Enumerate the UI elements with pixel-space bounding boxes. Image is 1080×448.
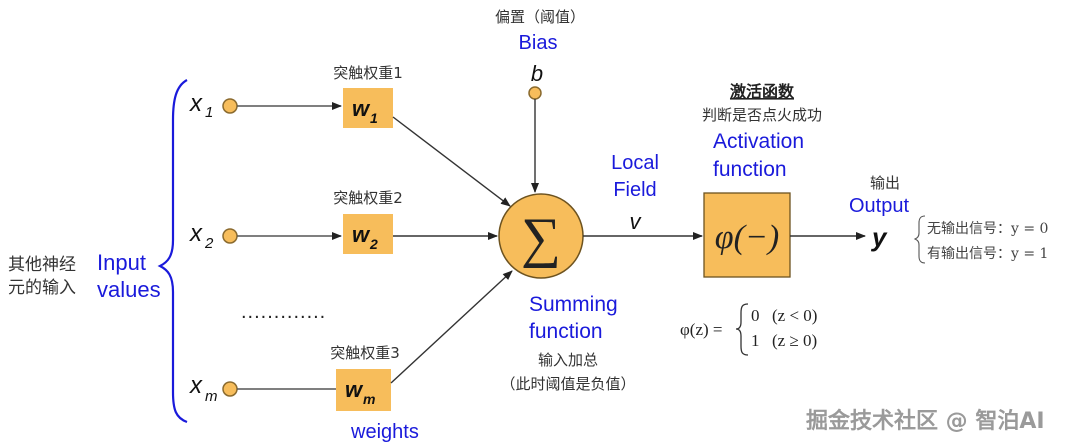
weight2-cn-label: 突触权重2: [333, 189, 403, 207]
input-x2-var: x: [189, 220, 203, 247]
weight1-to-sum-arrow: [392, 116, 511, 207]
formula-brace: [735, 303, 749, 356]
bias-cn-label: 偏置（阈值）: [495, 8, 585, 26]
formula-case2-cond: (z ≥ 0): [772, 331, 817, 350]
activation-en-label-line1: Activation: [713, 130, 804, 153]
weight3-cn-label: 突触权重3: [330, 344, 400, 362]
input-x1-sub: 1: [205, 104, 213, 121]
input-x1-node: [222, 98, 238, 114]
activation-cn-title: 激活函数: [730, 82, 795, 101]
weights-en-label: weights: [350, 421, 419, 443]
activation-formula-lhs: φ(z) =: [680, 320, 723, 339]
weight1-var: w: [352, 96, 371, 121]
input-xm-sub: m: [205, 388, 218, 405]
weight3-sub: m: [363, 391, 375, 407]
inputs-en-label-line1: Input: [97, 250, 146, 275]
weight2-sub: 2: [369, 236, 378, 252]
formula-case2-value: 1: [751, 331, 760, 350]
weight3-to-sum-arrow: [390, 270, 513, 384]
input-x2-node: [222, 228, 238, 244]
formula-case1-cond: (z < 0): [772, 306, 817, 325]
inputs-brace: [157, 79, 188, 424]
output-case2: 有输出信号：y = 1: [927, 246, 1048, 262]
weight1-cn-label: 突触权重1: [333, 64, 403, 82]
input-x2-sub: 2: [204, 235, 214, 252]
input-xm-var: x: [189, 372, 203, 399]
summing-en-label-line2: function: [529, 320, 603, 343]
local-field-var: v: [630, 209, 643, 234]
inputs-cn-label-line2: 元的输入: [8, 278, 76, 298]
output-var: y: [870, 222, 888, 252]
weight2-box: [343, 214, 393, 254]
summing-cn-label-line2: （此时阈值是负值）: [500, 375, 635, 393]
bias-node: [528, 86, 542, 100]
bias-en-label: Bias: [519, 32, 558, 54]
local-field-label-line2: Field: [613, 179, 656, 201]
weight3-box: [336, 369, 391, 411]
watermark: 掘金技术社区 @ 智泊AI: [806, 408, 1045, 434]
formula-case1-value: 0: [751, 306, 760, 325]
weight3-var: w: [345, 377, 364, 402]
inputs-en-label-line2: values: [97, 277, 161, 302]
activation-cn-sub: 判断是否点火成功: [702, 106, 822, 124]
output-cn-label: 输出: [870, 174, 900, 192]
inputs-cn-label-line1: 其他神经: [8, 255, 76, 275]
bias-var: b: [531, 61, 543, 86]
summing-cn-label-line1: 输入加总: [538, 351, 598, 369]
inputs-ellipsis: .............: [241, 301, 326, 323]
activation-box: [703, 192, 791, 278]
input-xm-node: [222, 381, 238, 397]
weight1-box: [343, 88, 393, 128]
local-field-label-line1: Local: [611, 152, 659, 174]
output-case1: 无输出信号：y = 0: [927, 221, 1048, 237]
weight1-sub: 1: [370, 110, 378, 126]
activation-symbol: φ(−): [715, 219, 779, 256]
summing-en-label-line1: Summing: [529, 293, 618, 316]
sigma-symbol: ∑: [521, 207, 561, 269]
output-en-label: Output: [849, 195, 909, 217]
input-x1-var: x: [189, 90, 203, 117]
output-brace: [913, 215, 926, 264]
weight2-var: w: [352, 222, 371, 247]
activation-en-label-line2: function: [713, 158, 787, 181]
